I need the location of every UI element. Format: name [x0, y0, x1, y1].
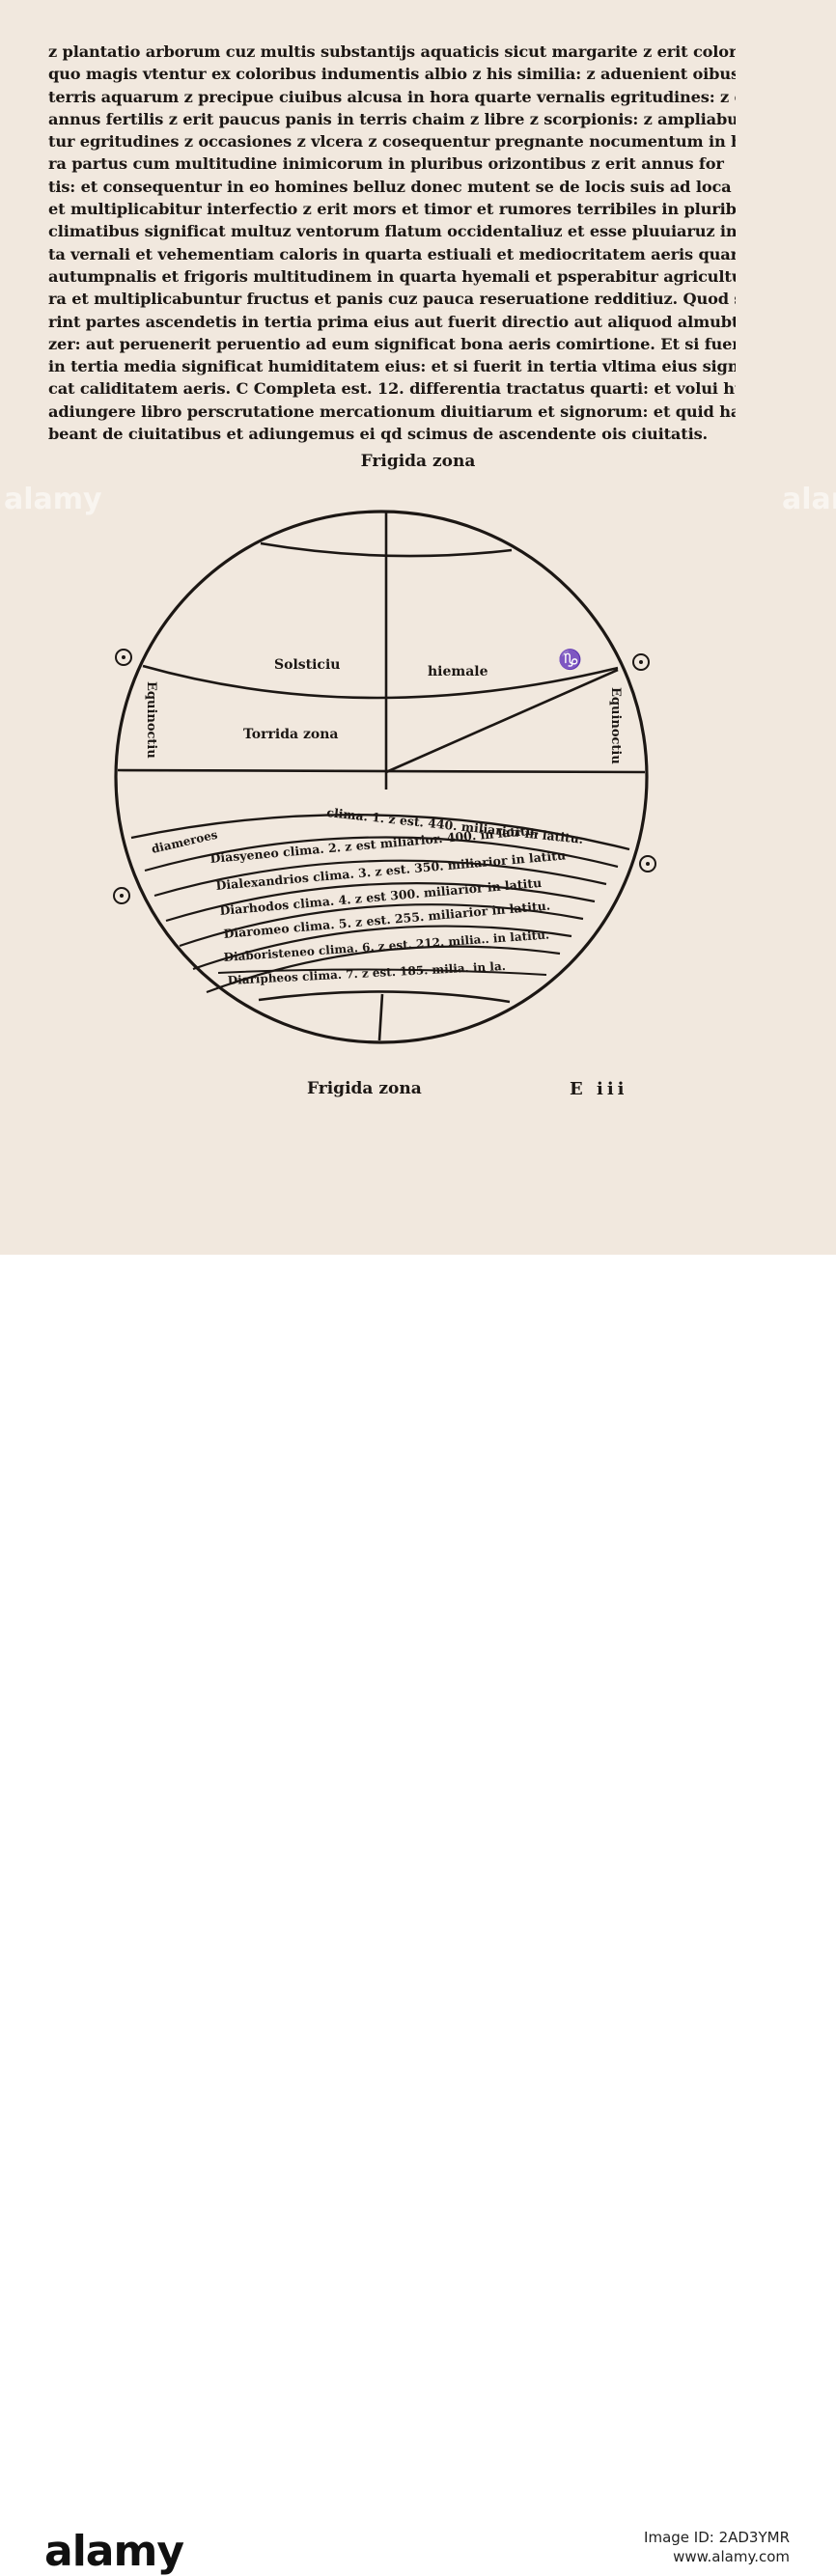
text-line: beant de ciuitatibus et adiungemus ei qd… — [48, 425, 709, 444]
solsticium-label: Solsticiu — [274, 657, 340, 673]
text-line: rint partes ascendetis in tertia prima e… — [48, 312, 736, 331]
text-line: adiungere libro perscrutatione mercation… — [48, 402, 736, 421]
climate-label-7: Diaripheos clima. 7. z est. 185. milia. … — [227, 959, 506, 987]
text-line: ra et multiplicabuntur fructus et panis … — [48, 290, 736, 309]
ecliptic-line — [385, 668, 619, 774]
text-line: terris aquarum z precipue ciuibus alcusa… — [48, 87, 736, 106]
hiemale-label: hiemale — [428, 664, 488, 679]
band-line — [165, 882, 596, 923]
signature-mark: E iii — [570, 1079, 628, 1099]
sun-icon — [113, 887, 130, 904]
text-line: in tertia media significat humiditatem e… — [48, 357, 736, 376]
text-line: ra partus cum multitudine inimicorum in … — [48, 154, 724, 174]
band-line — [217, 968, 547, 976]
watermark: alamy — [4, 483, 102, 516]
capricorn-icon: ♑ — [558, 648, 582, 671]
text-line: tis: et consequentur in eo homines bellu… — [48, 177, 736, 196]
band-line — [144, 836, 619, 873]
sun-icon — [639, 855, 656, 873]
band-line — [130, 814, 630, 851]
climate-zone-diagram: Solsticiu hiemale ♑ Torrida zona Equinoc… — [113, 510, 656, 1044]
frigid-zone-heading-bottom: Frigida zona — [307, 1079, 422, 1098]
body-text: z plantatio arborum cuz multis substanti… — [48, 41, 736, 445]
text-line: climatibus significat multuz ventorum fl… — [48, 222, 736, 241]
torrid-zone-label: Torrida zona — [243, 727, 339, 742]
text-line: autumpnalis et frigoris multitudinem in … — [48, 266, 736, 286]
text-line: tur egritudines z occasiones z vlcera z … — [48, 132, 736, 152]
equinox-label-right: Equinoctiu — [608, 687, 623, 764]
sun-icon — [115, 649, 132, 666]
equinox-label-left: Equinoctiu — [144, 681, 158, 759]
sun-icon — [632, 653, 650, 671]
site-link[interactable]: www.alamy.com — [673, 2548, 790, 2565]
tropic-line — [142, 664, 619, 700]
image-id-block: Image ID: 2AD3YMR www.alamy.com — [644, 2529, 790, 2565]
text-line: z plantatio arborum cuz multis substanti… — [48, 42, 736, 61]
scanned-page: z plantatio arborum cuz multis substanti… — [0, 0, 836, 1255]
text-line: quo magis vtentur ex coloribus indumenti… — [48, 65, 736, 84]
axis-line-bottom — [377, 993, 384, 1041]
stock-footer: alamy Image ID: 2AD3YMR www.alamy.com — [0, 1255, 836, 2576]
text-line: zer: aut peruenerit peruentio ad eum sig… — [48, 334, 736, 353]
band-line — [179, 903, 584, 948]
frigid-zone-heading-top: Frigida zona — [360, 452, 476, 471]
alamy-logo[interactable]: alamy — [44, 2527, 184, 2576]
text-line: et multiplicabitur interfectio z erit mo… — [48, 200, 736, 219]
band-line — [206, 945, 561, 994]
antarctic-circle-line — [258, 990, 511, 1004]
equator-line — [117, 768, 646, 774]
watermark: alamy — [782, 483, 836, 516]
globe-circle — [114, 510, 649, 1044]
band-line — [153, 859, 607, 898]
text-line: annus fertilis z erit paucus panis in te… — [48, 109, 736, 128]
text-line: cat caliditatem aeris. C Completa est. 1… — [48, 379, 736, 399]
image-id-label: Image ID: 2AD3YMR — [644, 2529, 790, 2546]
band-line — [192, 925, 572, 971]
text-line: ta vernali et vehementiam caloris in qua… — [48, 244, 736, 263]
